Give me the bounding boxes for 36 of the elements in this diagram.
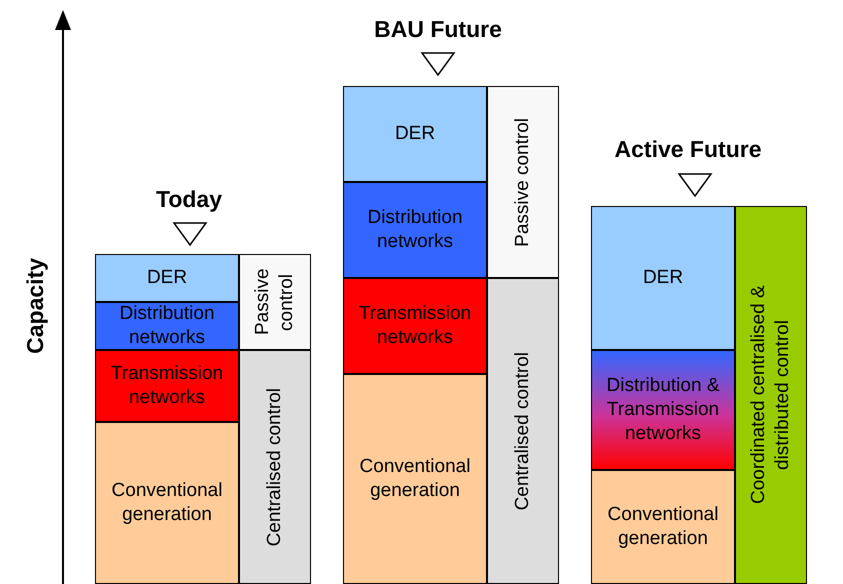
column-heading: Active Future [614,136,762,163]
block-label: DER [642,266,684,290]
block-label: Conventional generation [110,479,224,527]
capacity-block [95,254,239,302]
control-band [735,206,807,584]
block-label: DER [394,122,436,146]
column-heading: BAU Future [374,16,502,43]
block-label: Distribution networks [118,302,216,350]
block-label: Transmission networks [110,362,224,410]
block-label: DER [146,266,188,290]
capacity-block [343,86,487,182]
control-band [487,278,559,584]
capacity-block [591,350,735,470]
capacity-block [343,182,487,278]
capacity-block [95,350,239,422]
control-band [239,254,311,350]
capacity-block [343,278,487,374]
block-label: Transmission networks [358,302,472,350]
control-label: Coordinated centralised & distributed control [747,284,794,506]
capacity-block [591,470,735,584]
block-label: Distribution & Transmission networks [606,374,720,446]
control-label: Centralised control [511,352,534,510]
control-label: Centralised control [263,388,286,546]
control-label: Passive control [511,118,534,246]
capacity-block [591,206,735,350]
capacity-block [343,374,487,584]
control-band [487,86,559,278]
block-label: Conventional generation [606,503,720,551]
capacity-block [95,422,239,584]
block-label: Conventional generation [358,455,472,503]
block-label: Distribution networks [366,206,464,254]
capacity-block [95,302,239,350]
axis-title: Capacity [22,258,49,354]
column-heading: Today [156,186,222,213]
control-label: Passive control [251,268,298,338]
control-band [239,350,311,584]
